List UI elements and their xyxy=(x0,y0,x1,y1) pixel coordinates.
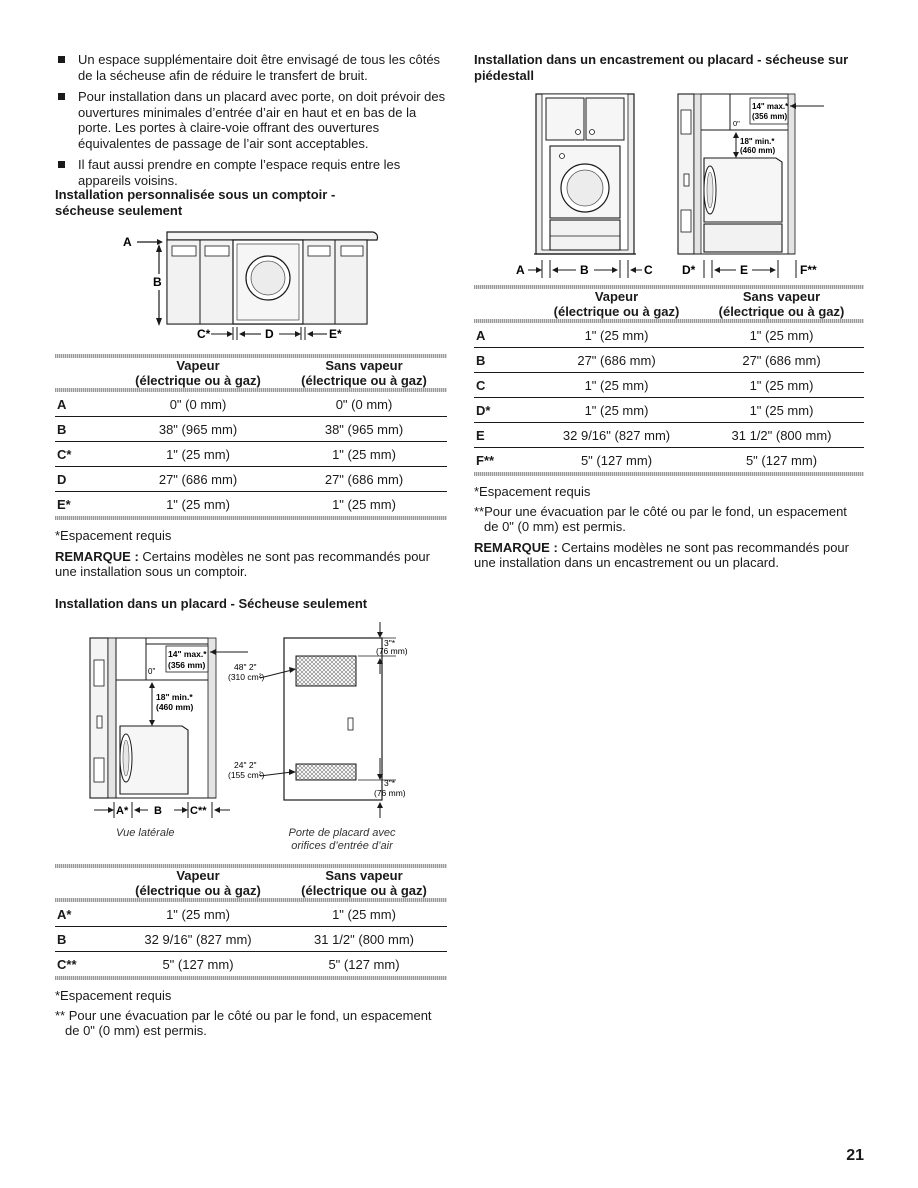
label-max14-mm: (356 mm) xyxy=(752,112,787,121)
label-c: C xyxy=(644,263,653,277)
bullet-list: Un espace supplémentaire doit être envis… xyxy=(55,52,447,188)
spec-table-under-counter: Vapeur(électrique ou à gaz) Sans vapeur(… xyxy=(55,354,447,520)
section-heading-line2: piédestall xyxy=(474,67,534,83)
bullet-square-icon xyxy=(58,56,65,63)
label-area48: 48" 2" xyxy=(234,662,257,672)
section-heading: Installation dans un encastrement ou pla… xyxy=(474,52,849,67)
remark: REMARQUE : Certains modèles ne sont pas … xyxy=(474,539,849,571)
col-header-sans-vapeur: Sans vapeur(électrique ou à gaz) xyxy=(718,289,845,319)
list-item: Il faut aussi prendre en compte l’espace… xyxy=(55,157,447,188)
label-max14: 14" max.* xyxy=(168,649,207,659)
label-min18-mm: (460 mm) xyxy=(156,702,193,712)
table-row: C*1" (25 mm)1" (25 mm) xyxy=(55,441,447,467)
bullet-text: Un espace supplémentaire doit être envis… xyxy=(78,52,441,83)
table-row: F**5" (127 mm)5" (127 mm) xyxy=(476,452,818,468)
footnote-evacuation: **Pour une évacuation par le côté ou par… xyxy=(474,503,847,535)
label-top3: 3"* xyxy=(384,638,396,648)
caption-side-view: Vue latérale xyxy=(116,827,175,839)
footnote: *Espacement requis xyxy=(55,988,172,1003)
list-item: Pour installation dans un placard avec p… xyxy=(55,89,447,151)
left-column: Un espace supplémentaire doit être envis… xyxy=(55,52,447,194)
label-min18-mm: (460 mm) xyxy=(740,146,775,155)
page-number: 21 xyxy=(846,1147,864,1164)
table-row: E*1" (25 mm)1" (25 mm) xyxy=(57,496,396,512)
label-d: D* xyxy=(682,263,696,277)
under-counter-diagram: A B C* D E* xyxy=(123,231,379,341)
label-top3-mm: (76 mm) xyxy=(376,646,408,656)
section-pedestal-heading-wrap: Installation dans un encastrement ou pla… xyxy=(474,52,864,83)
section-heading: Installation dans un placard - Sécheuse … xyxy=(55,596,368,611)
table-under-counter-wrap: Vapeur(électrique ou à gaz) Sans vapeur(… xyxy=(55,354,447,580)
label-max14-mm: (356 mm) xyxy=(168,660,205,670)
label-area24: 24" 2" xyxy=(234,760,257,770)
section-under-counter: Installation personnalisée sous un compt… xyxy=(55,187,447,218)
section-heading: Installation personnalisée sous un compt… xyxy=(55,187,336,202)
bullet-square-icon xyxy=(58,93,65,100)
remark: REMARQUE : Certains modèles ne sont pas … xyxy=(55,548,430,580)
col-header-vapeur: Vapeur(électrique ou à gaz) xyxy=(135,868,261,898)
spec-table-pedestal: Vapeur(électrique ou à gaz) Sans vapeur(… xyxy=(474,285,864,476)
section-closet-heading-wrap: Installation dans un placard - Sécheuse … xyxy=(55,596,447,612)
label-zero: 0" xyxy=(148,667,155,676)
col-header-vapeur: Vapeur(électrique ou à gaz) xyxy=(553,289,680,319)
closet-door-diagram: 48" 2" (310 cm²) 24" 2" (155 cm²) 3"* (7… xyxy=(228,622,408,818)
col-header-sans-vapeur: Sans vapeur(électrique ou à gaz) xyxy=(301,358,427,388)
col-header-sans-vapeur: Sans vapeur(électrique ou à gaz) xyxy=(301,868,427,898)
col-header-vapeur: Vapeur(électrique ou à gaz) xyxy=(135,358,261,388)
bullet-text: Il faut aussi prendre en compte l’espace… xyxy=(78,157,401,188)
table-row: A*1" (25 mm)1" (25 mm) xyxy=(55,902,447,927)
label-d: D xyxy=(265,327,274,341)
table-closet-wrap: Vapeur(électrique ou à gaz) Sans vapeur(… xyxy=(55,864,447,1039)
table-pedestal-wrap: Vapeur(électrique ou à gaz) Sans vapeur(… xyxy=(474,285,864,571)
spec-table-closet: Vapeur(électrique ou à gaz) Sans vapeur(… xyxy=(55,864,447,980)
list-item: Un espace supplémentaire doit être envis… xyxy=(55,52,447,83)
caption-closet-door: Porte de placard avec orifices d’entrée … xyxy=(288,827,396,852)
table-row: D*1" (25 mm)1" (25 mm) xyxy=(474,397,864,423)
label-min18: 18" min.* xyxy=(740,137,775,146)
pedestal-front-diagram: A B C xyxy=(516,93,653,278)
label-min18: 18" min.* xyxy=(156,692,193,702)
footnote: *Espacement requis xyxy=(474,484,591,499)
label-c: C** xyxy=(190,805,207,817)
label-zero: 0" xyxy=(733,119,740,128)
bullet-square-icon xyxy=(58,161,65,168)
table-row: C**5" (127 mm)5" (127 mm) xyxy=(57,956,400,972)
label-a: A xyxy=(123,235,132,249)
label-f: F** xyxy=(800,263,817,277)
label-area24-mm: (155 cm²) xyxy=(228,770,265,780)
label-e: E* xyxy=(329,327,342,341)
label-a: A xyxy=(516,263,525,277)
footnote: *Espacement requis xyxy=(55,528,172,543)
label-e: E xyxy=(740,263,748,277)
label-c: C* xyxy=(197,327,211,341)
label-b: B xyxy=(580,263,589,277)
label-area48-mm: (310 cm²) xyxy=(228,672,265,682)
label-a: A* xyxy=(116,805,129,817)
label-b: B xyxy=(153,275,162,289)
label-bot3: 3"* xyxy=(384,778,396,788)
bullet-text: Pour installation dans un placard avec p… xyxy=(78,89,446,151)
closet-side-view-diagram: 14" max.* (356 mm) 0" 18" min.* (460 mm)… xyxy=(89,637,248,818)
footnote-evacuation: ** Pour une évacuation par le côté ou pa… xyxy=(55,1007,432,1039)
label-b: B xyxy=(154,805,162,817)
pedestal-side-diagram: 14" max.* (356 mm) 0" 18" min.* (460 mm)… xyxy=(677,93,824,278)
section-heading-line2: sécheuse seulement xyxy=(55,202,183,218)
label-bot3-mm: (76 mm) xyxy=(374,788,406,798)
label-max14: 14" max.* xyxy=(752,102,789,111)
